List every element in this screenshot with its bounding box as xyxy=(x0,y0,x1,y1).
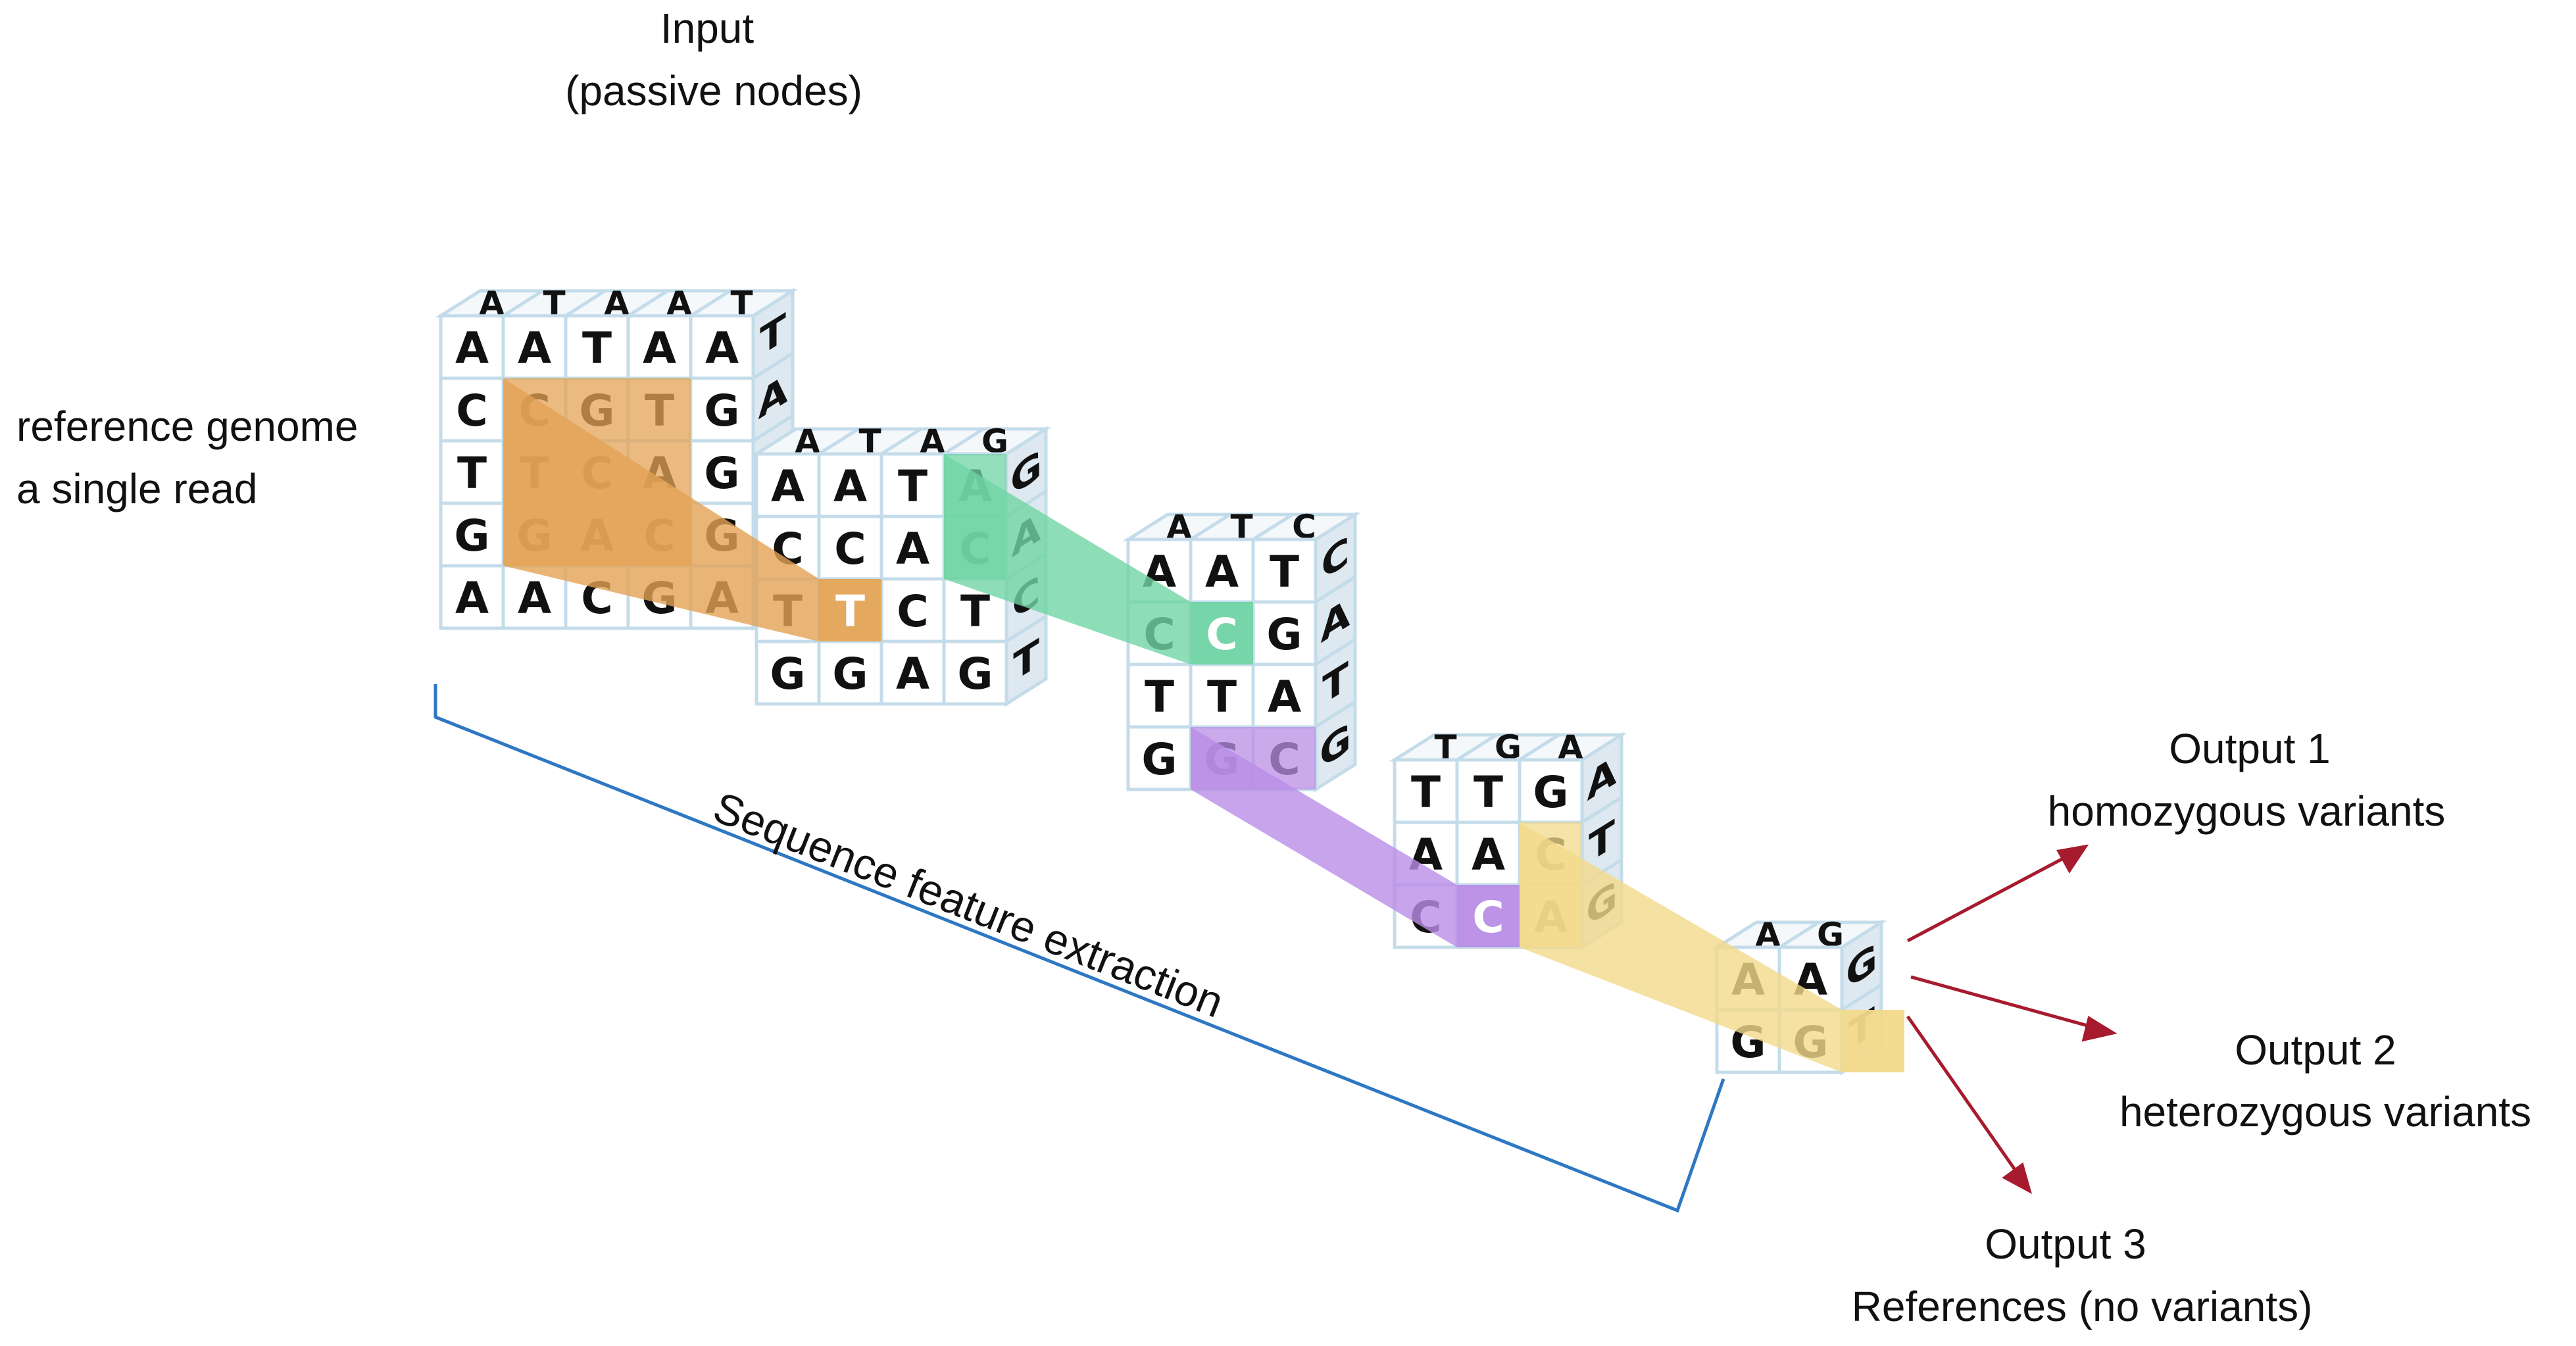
output-2-subtitle: heterozygous variants xyxy=(2119,1088,2531,1135)
arrow-head-output-3 xyxy=(2002,1162,2033,1195)
front-letter: A xyxy=(896,649,929,699)
front-letter: A xyxy=(518,323,551,374)
side-label-reference-genome: reference genome xyxy=(16,403,358,450)
orange-target-letter: T xyxy=(835,586,865,637)
front-cell xyxy=(1126,725,1193,791)
front-letter: A xyxy=(643,323,676,374)
arrow-output-1 xyxy=(1906,850,2077,943)
front-cell xyxy=(1189,537,1255,604)
front-letter: G xyxy=(704,448,739,499)
front-letter: G xyxy=(704,386,739,436)
front-cell xyxy=(626,314,693,380)
output-1-title: Output 1 xyxy=(2169,725,2331,772)
orange-window xyxy=(503,378,691,566)
green-target-letter: C xyxy=(1206,609,1237,660)
front-letter: G xyxy=(1533,767,1568,818)
front-letter: A xyxy=(705,323,739,374)
arrow-output-3 xyxy=(1906,1015,2025,1182)
output-2-title: Output 2 xyxy=(2235,1026,2396,1074)
front-letter: A xyxy=(518,573,551,624)
arrow-head-output-2 xyxy=(2081,1016,2118,1042)
front-letter: C xyxy=(897,586,928,637)
front-letter: A xyxy=(1472,830,1505,880)
front-letter: A xyxy=(771,461,805,512)
purple-target-cell xyxy=(1457,885,1520,947)
output-1-subtitle: homozygous variants xyxy=(2048,787,2446,835)
front-letter: A xyxy=(833,461,867,512)
front-cell xyxy=(689,314,755,380)
front-letter: G xyxy=(770,649,805,699)
purple-target-letter: C xyxy=(1472,892,1504,943)
output-3-title: Output 3 xyxy=(1985,1220,2146,1268)
front-letter: T xyxy=(898,461,928,512)
front-cell xyxy=(879,639,946,706)
orange-target-cell xyxy=(819,579,881,641)
feature-extraction-bracket xyxy=(433,684,1725,1213)
front-letter: A xyxy=(455,573,489,624)
front-letter: T xyxy=(1207,672,1237,722)
front-letter: A xyxy=(455,323,489,374)
front-letter: T xyxy=(457,448,487,499)
front-letter: C xyxy=(456,386,487,436)
front-letter: A xyxy=(1205,547,1239,597)
side-label-single-read: a single read xyxy=(16,465,257,512)
front-letter: T xyxy=(1474,767,1503,818)
front-letter: G xyxy=(1141,734,1177,785)
front-cell xyxy=(879,514,946,581)
front-letter: C xyxy=(834,524,866,574)
front-letter: G xyxy=(832,649,868,699)
output-3-subtitle: References (no variants) xyxy=(1852,1283,2313,1330)
yellow-target-cell xyxy=(1842,1010,1904,1072)
bracket-label: Sequence feature extraction xyxy=(707,782,1230,1026)
front-letter: T xyxy=(1270,547,1299,597)
arrow-output-2 xyxy=(1910,975,2102,1032)
front-letter: A xyxy=(1268,672,1301,722)
front-cell xyxy=(942,639,1008,706)
purple-window xyxy=(1191,727,1316,789)
front-cell xyxy=(755,452,821,518)
arrow-head-output-1 xyxy=(2056,844,2089,874)
green-target-cell xyxy=(1191,602,1253,664)
front-cell xyxy=(1455,758,1522,824)
front-letter: T xyxy=(960,586,990,637)
front-letter: G xyxy=(1266,609,1302,660)
input-title: Input xyxy=(660,5,755,52)
input-subtitle: (passive nodes) xyxy=(565,67,862,114)
front-cell xyxy=(439,439,505,505)
front-letter: A xyxy=(896,524,929,574)
front-letter: G xyxy=(957,649,993,699)
green-window xyxy=(944,454,1006,579)
front-letter: T xyxy=(1411,767,1441,818)
block-3: CATGATCAATCCGTTAGGC xyxy=(1122,508,1361,793)
front-letter: G xyxy=(454,511,489,561)
yellow-window xyxy=(1520,822,1582,947)
output-arrows xyxy=(1906,844,2118,1195)
front-letter: T xyxy=(582,323,612,374)
front-letter: T xyxy=(1145,672,1174,722)
yellow-band xyxy=(1520,822,1842,1072)
front-cell xyxy=(1251,662,1318,729)
front-cell xyxy=(755,639,821,706)
